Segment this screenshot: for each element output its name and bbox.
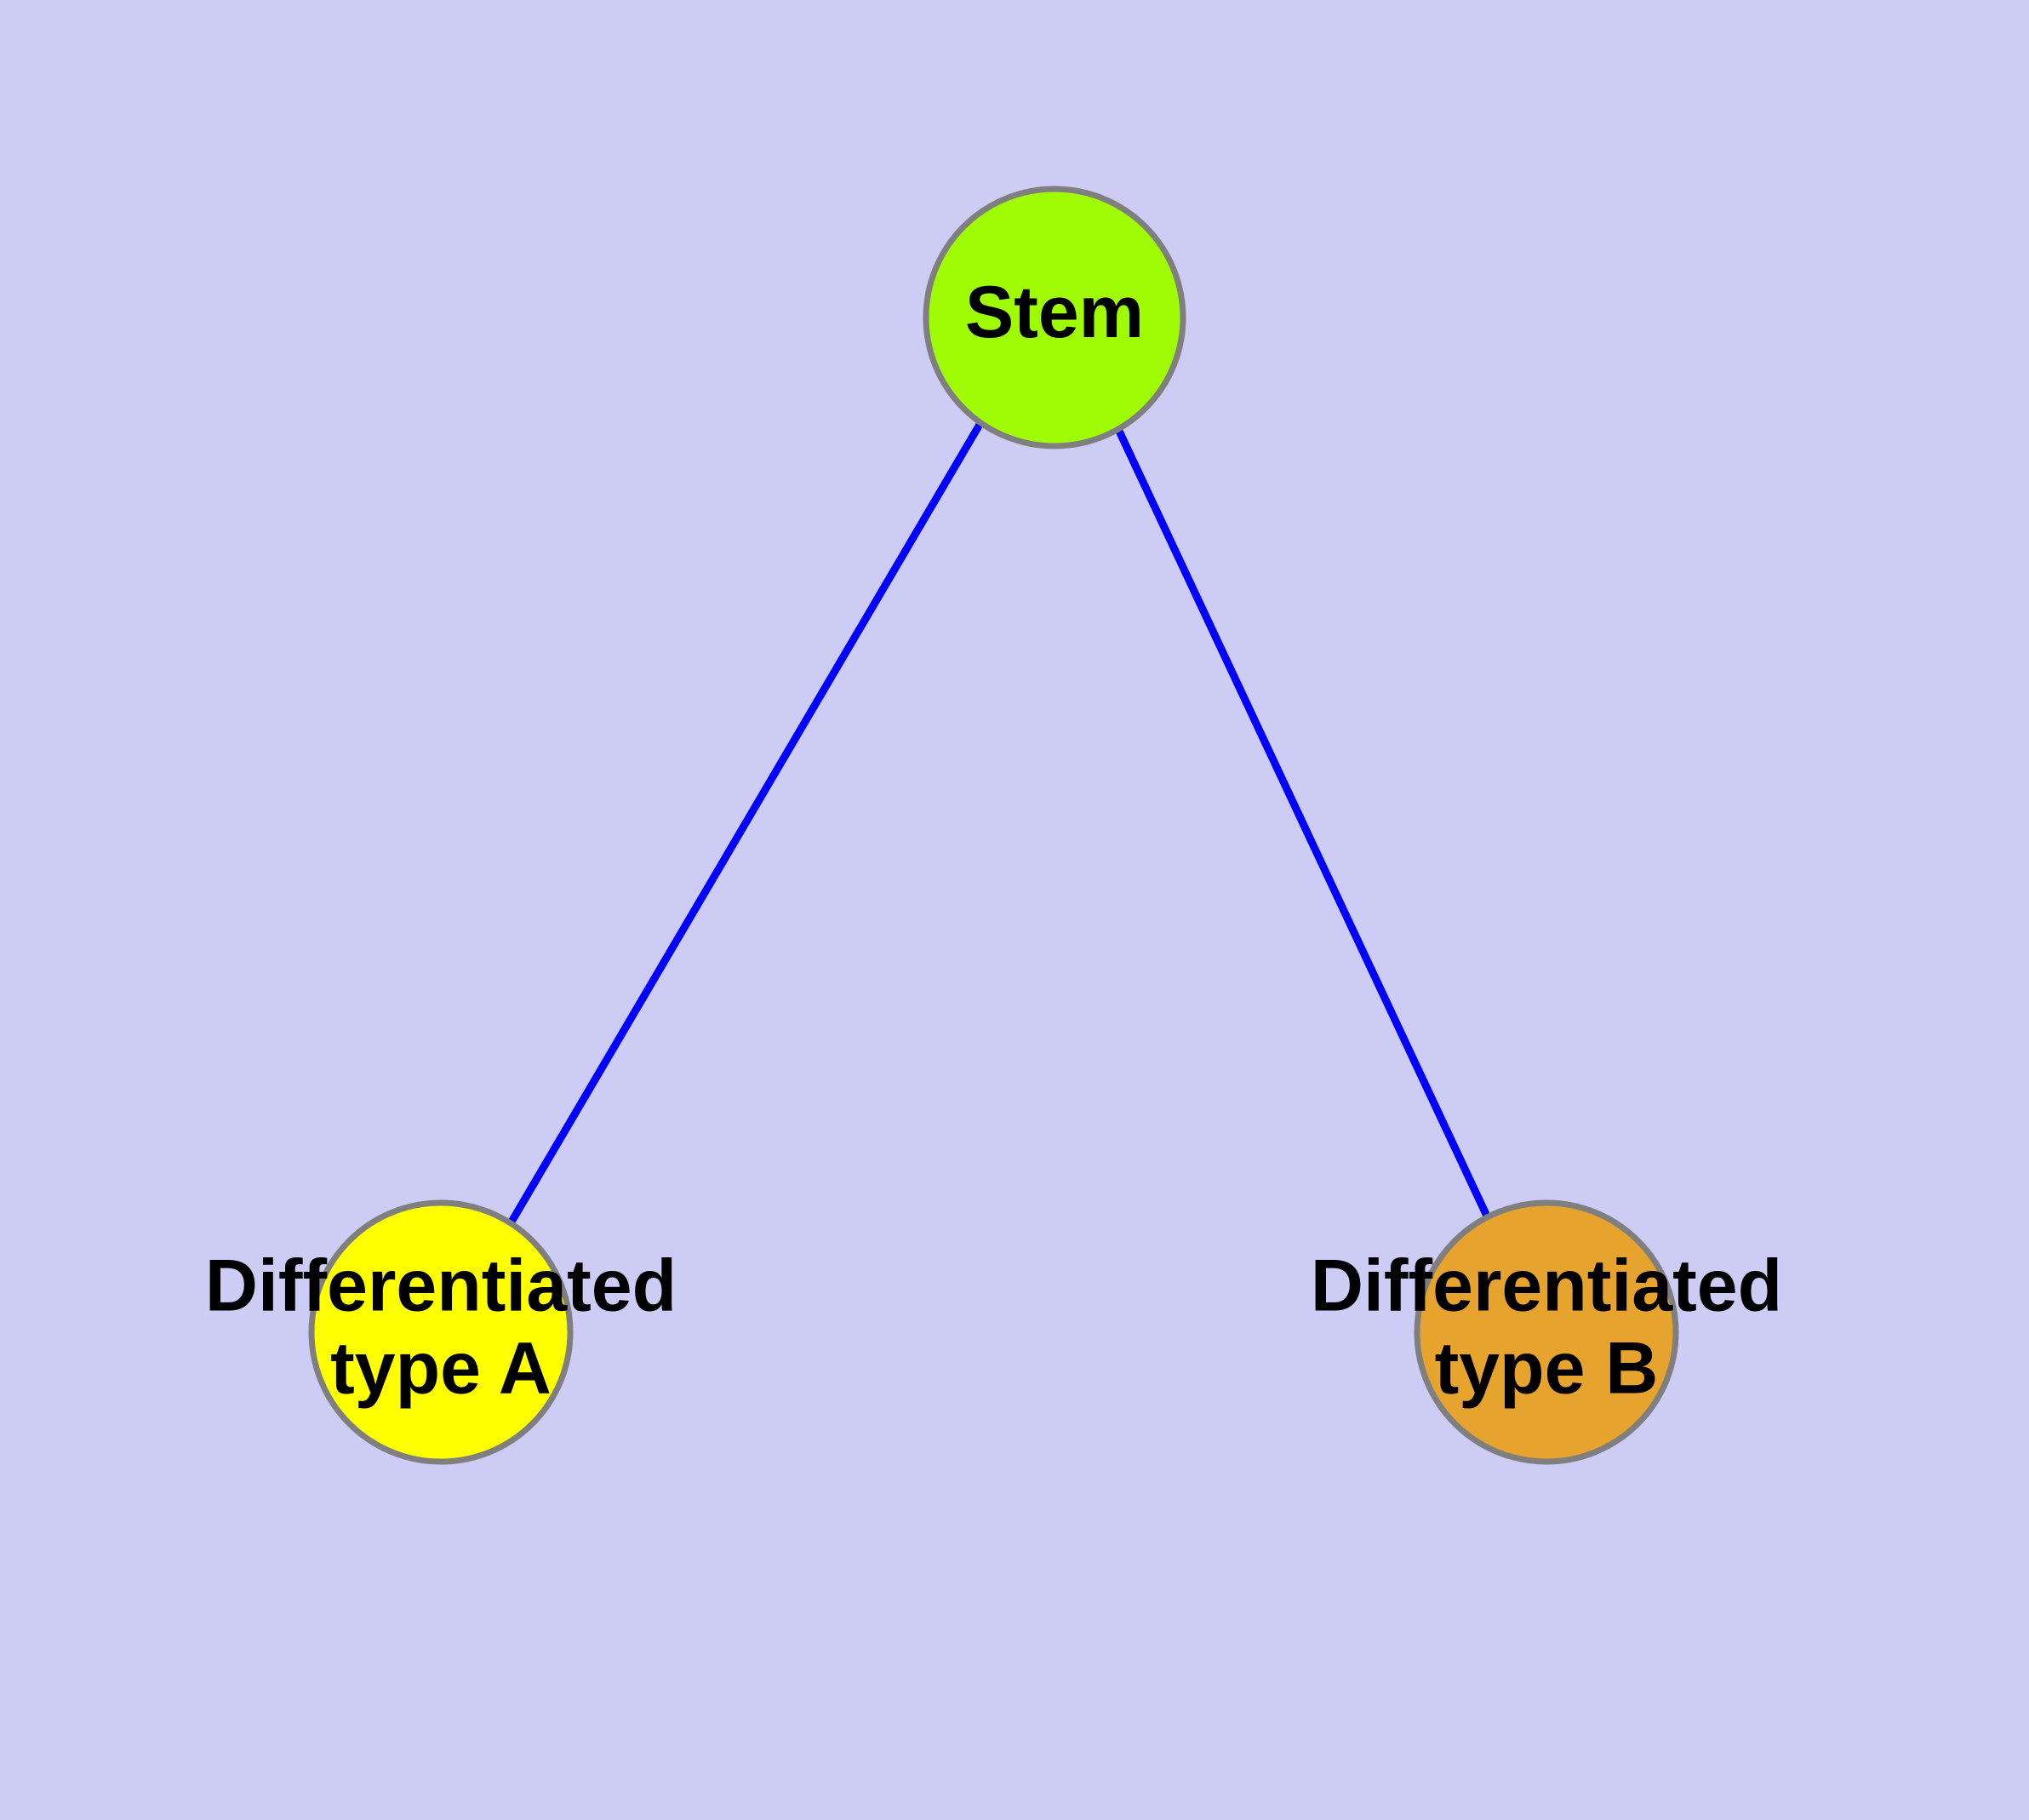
- graph-node-label-line: Differentiated: [205, 1245, 677, 1326]
- edges-layer: [507, 421, 1495, 1226]
- nodes-layer: [308, 186, 1679, 1465]
- graph-edge-stem-to-b[interactable]: [1112, 424, 1495, 1225]
- graph-node-label-line: type B: [1435, 1327, 1659, 1409]
- graph-node-label-line: Differentiated: [1311, 1245, 1782, 1326]
- graph-node-label-stem: Stem: [965, 272, 1144, 353]
- graph-node-stem[interactable]: [923, 186, 1186, 449]
- graph-node-label-line: Stem: [965, 272, 1144, 353]
- graph-node-label-line: type A: [330, 1327, 552, 1409]
- graph-node-diff-b[interactable]: [1414, 1199, 1679, 1465]
- graph-node-diff-a[interactable]: [308, 1199, 574, 1465]
- graph-edge-stem-to-a[interactable]: [507, 421, 984, 1226]
